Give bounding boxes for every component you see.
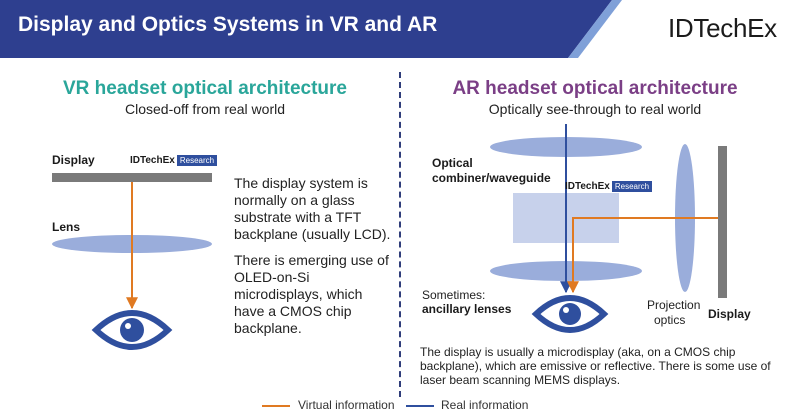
ar-watermark: IDTechEx Research xyxy=(565,181,653,192)
header-banner xyxy=(0,0,622,58)
vr-display-label: Display xyxy=(52,153,95,167)
ar-projection-label-2: optics xyxy=(654,313,686,327)
vr-watermark: IDTechEx Research xyxy=(130,155,218,166)
ar-display-bar xyxy=(718,146,727,298)
ar-section-title: AR headset optical architecture xyxy=(452,78,738,99)
vr-eye-icon xyxy=(91,310,173,350)
brand-logo: IDTechEx xyxy=(668,13,777,43)
ar-virtual-arrow xyxy=(567,217,718,294)
vr-diagram xyxy=(52,173,212,350)
section-divider xyxy=(399,72,401,397)
legend-virtual-label: Virtual information xyxy=(298,398,395,412)
ar-section-subtitle: Optically see-through to real world xyxy=(488,101,702,117)
watermark-name: IDTechEx xyxy=(130,155,175,166)
watermark-name: IDTechEx xyxy=(565,181,610,192)
watermark-tag: Research xyxy=(176,155,218,166)
watermark-tag: Research xyxy=(611,181,653,192)
ar-sometimes-label: Sometimes: xyxy=(422,288,486,302)
ar-combiner-label-1: Optical xyxy=(432,156,473,170)
legend-real-line xyxy=(406,405,434,407)
page-title: Display and Optics Systems in VR and AR xyxy=(18,13,438,36)
vr-display-bar xyxy=(52,173,212,182)
vr-section-subtitle: Closed-off from real world xyxy=(124,101,286,117)
vr-description-2: There is emerging use of OLED-on-Si micr… xyxy=(234,252,389,336)
ar-display-label: Display xyxy=(708,307,751,321)
ar-description: The display is usually a microdisplay (a… xyxy=(420,345,771,387)
banner-accent xyxy=(568,0,622,58)
vr-lens-label: Lens xyxy=(52,220,81,234)
ar-ancillary-label: ancillary lenses xyxy=(422,302,512,316)
vr-description-1: The display system is normally on a glas… xyxy=(234,175,391,242)
ar-projection-label-1: Projection xyxy=(647,298,701,312)
ar-eye-icon xyxy=(531,295,609,333)
banner-background xyxy=(0,0,612,58)
legend-real-label: Real information xyxy=(441,398,529,412)
vr-section-title: VR headset optical architecture xyxy=(62,78,348,99)
legend-virtual-line xyxy=(262,405,290,407)
ar-combiner-label-2: combiner/waveguide xyxy=(432,171,551,185)
